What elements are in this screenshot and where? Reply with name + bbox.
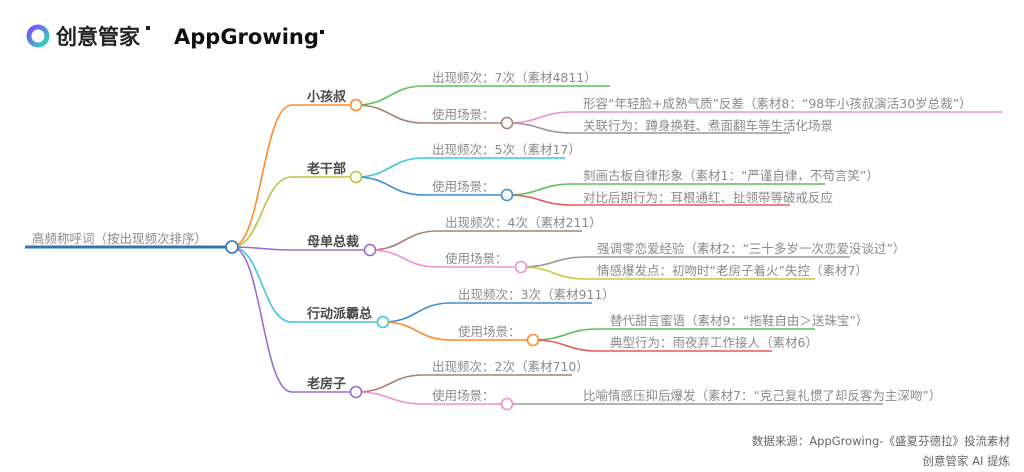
freq-label: 出现频次：2次（素材710）	[432, 359, 589, 374]
node-mudanzongcai[interactable]: 母单总裁 出现频次：4次（素材211） 使用场景： 强调零恋爱经验（素材2：“三…	[307, 215, 905, 280]
usage-label: 使用场景：	[432, 179, 495, 194]
usage-label: 使用场景：	[432, 388, 495, 403]
node-label: 老干部	[306, 161, 346, 177]
node-toggle[interactable]	[349, 98, 363, 112]
freq-label: 出现频次：4次（素材211）	[445, 215, 602, 230]
leaf-text: 强调零恋爱经验（素材2：“三十多岁一次恋爱没谈过”）	[597, 241, 905, 256]
data-source: 数据来源：AppGrowing-《盛夏芬德拉》投流素材	[752, 434, 1011, 448]
usage-label: 使用场景：	[432, 107, 495, 122]
leaf-text: 替代甜言蜜语（素材9：“拖鞋自由＞送珠宝”）	[610, 313, 868, 328]
node-toggle[interactable]	[363, 243, 377, 257]
node-label: 行动派霸总	[306, 306, 372, 322]
node-xiaohaishu[interactable]: 小孩叔 出现频次：7次（素材4811） 使用场景： 形容“年轻脸+成熟气质”反差…	[307, 70, 1002, 134]
usage-toggle[interactable]	[526, 333, 540, 347]
leaf-text: 刻画古板自律形象（素材1：“严谨自律，不苟言笑”）	[583, 168, 879, 183]
usage-label: 使用场景：	[445, 251, 508, 266]
node-label: 小孩叔	[307, 89, 347, 105]
leaf-text: 形容“年轻脸+成熟气质”反差（素材8：“98年小孩叔演活30岁总裁”）	[583, 96, 972, 111]
usage-toggle[interactable]	[514, 260, 528, 274]
credit: 创意管家 AI 提炼	[922, 454, 1010, 468]
node-toggle[interactable]	[349, 170, 363, 184]
leaf-text: 比喻情感压抑后爆发（素材7：“克己复礼惯了却反客为主深吻”）	[583, 388, 941, 403]
node-toggle[interactable]	[376, 315, 390, 329]
brand-name-cn: 创意管家	[55, 25, 141, 49]
usage-toggle[interactable]	[500, 397, 514, 411]
leaf-text: 典型行为：雨夜弃工作接人（素材6）	[610, 335, 818, 350]
freq-label: 出现频次：3次（素材911）	[458, 287, 615, 302]
node-label: 老房子	[306, 376, 346, 392]
usage-label: 使用场景：	[458, 324, 521, 339]
node-laofangzi[interactable]: 老房子 出现频次：2次（素材710） 使用场景： 比喻情感压抑后爆发（素材7：“…	[306, 359, 941, 411]
node-laoganbu[interactable]: 老干部 出现频次：5次（素材17） 使用场景： 刻画古板自律形象（素材1：“严谨…	[306, 142, 879, 206]
leaf-text: 情感爆发点：初吻时“老房子着火”失控（素材7）	[597, 263, 868, 278]
node-xingdongpaibazong[interactable]: 行动派霸总 出现频次：3次（素材911） 使用场景： 替代甜言蜜语（素材9：“拖…	[306, 287, 868, 352]
leaf-text: 关联行为：蹲身换鞋、煮面翻车等生活化场景	[583, 118, 833, 133]
logo: 创意管家 AppGrowing	[26, 24, 324, 49]
leaf-text: 对比后期行为：耳根通红、扯领带等破戒反应	[583, 190, 833, 205]
root-toggle[interactable]	[225, 240, 239, 254]
brand-name-appgrowing: AppGrowing	[174, 25, 319, 49]
root-label: 高频称呼词（按出现频次排序）	[32, 231, 207, 246]
brand-icon	[26, 24, 50, 48]
freq-label: 出现频次：5次（素材17）	[432, 142, 581, 157]
usage-toggle[interactable]	[500, 188, 514, 202]
usage-toggle[interactable]	[500, 116, 514, 130]
node-toggle[interactable]	[349, 385, 363, 399]
freq-label: 出现频次：7次（素材4811）	[432, 70, 597, 85]
node-label: 母单总裁	[307, 234, 359, 250]
